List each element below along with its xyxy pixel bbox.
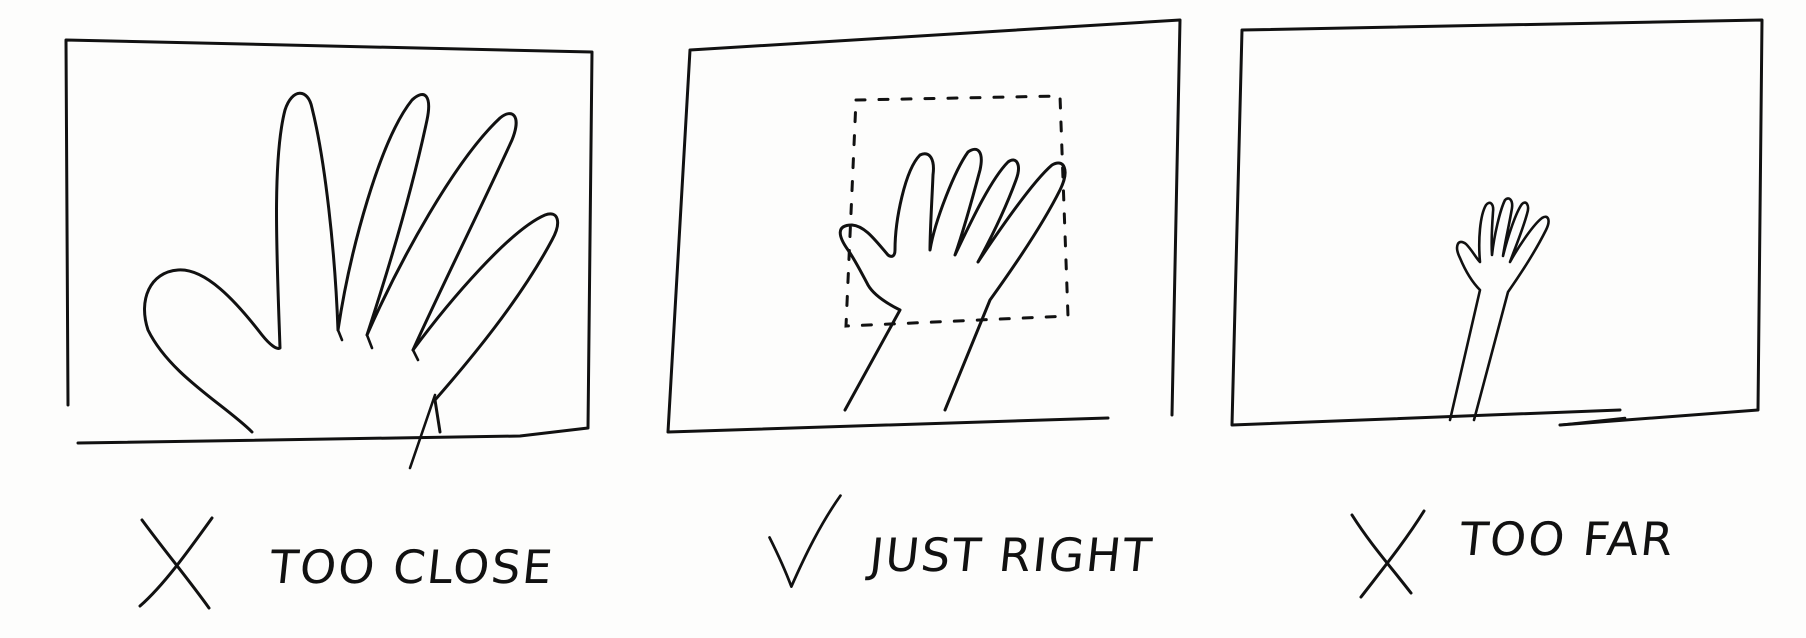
- panel-just-right: [668, 20, 1180, 432]
- caption-too-close: TOO CLOSE: [267, 540, 556, 594]
- arm-stroke: [410, 395, 435, 468]
- panel-too-close: [66, 40, 592, 468]
- panel-too-far: [1232, 20, 1762, 425]
- panel-frame: [66, 40, 592, 443]
- caption-too-far: TOO FAR: [1457, 512, 1677, 566]
- hand-sketch-icon: [145, 93, 558, 432]
- detection-box: [846, 96, 1068, 326]
- caption-just-right: JUST RIGHT: [867, 528, 1156, 582]
- check-mark-icon: [760, 492, 850, 592]
- cross-mark-icon: [134, 510, 224, 610]
- finger-crease: [338, 330, 418, 360]
- cross-mark-icon: [1346, 505, 1436, 605]
- panel-frame: [668, 20, 1180, 432]
- hand-sketch-icon: [1450, 198, 1549, 420]
- hand-sketch-icon: [840, 149, 1065, 410]
